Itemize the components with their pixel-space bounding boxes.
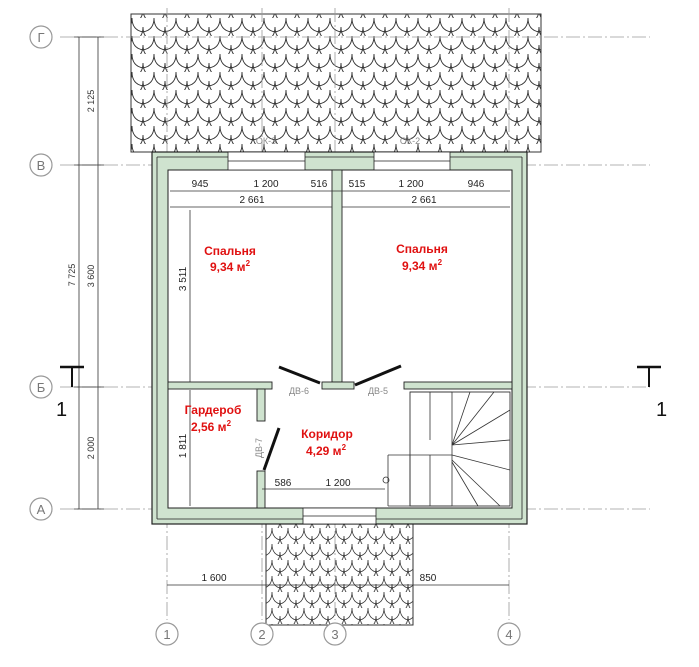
window-label-ok3: ОК-3 [256, 136, 276, 146]
section-mark-right: 1 [656, 399, 667, 421]
dim-bottom-850: 850 [420, 573, 437, 584]
axis-row-v: В [37, 158, 46, 173]
dim-roof-depth: 2 125 [86, 90, 96, 113]
interior-dimension-lines [170, 190, 510, 506]
door-label-dv6: ДВ-6 [289, 386, 309, 396]
axis-col-1: 1 [163, 627, 170, 642]
staircase [382, 391, 511, 507]
section-cut-marks [60, 365, 661, 387]
room-bedroom-left-area: 9,34 м2 [210, 259, 251, 274]
room-bedroom-right-area: 9,34 м2 [402, 258, 443, 273]
dim-wardrobe-height: 1 811 [178, 433, 189, 458]
top-windows [227, 151, 451, 171]
room-bedroom-right-name: Спальня [396, 242, 448, 256]
interior-walls [167, 169, 513, 509]
dim-total-height: 7 725 [67, 264, 77, 287]
dim-bedroom-depth: 3 600 [86, 265, 96, 288]
dim-top-516: 516 [311, 179, 328, 190]
room-wardrobe-name: Гардероб [185, 403, 242, 417]
dim-bedroom-height: 3 511 [178, 266, 189, 291]
left-dimension-lines [74, 36, 104, 510]
entrance-paving [265, 520, 414, 626]
dim-lower-depth: 2 000 [86, 437, 96, 460]
room-bedroom-left-name: Спальня [204, 244, 256, 258]
dim-top-945: 945 [192, 179, 209, 190]
dim-bottom-1600: 1 600 [201, 573, 226, 584]
dim-top-515: 515 [349, 179, 366, 190]
dim-top-1200-left: 1 200 [253, 179, 278, 190]
section-mark-left: 1 [56, 399, 67, 421]
dim-corridor-1200: 1 200 [325, 478, 350, 489]
room-wardrobe-area: 2,56 м2 [191, 419, 232, 434]
entrance-opening [302, 507, 377, 525]
dim-room-width-right: 2 661 [411, 195, 436, 206]
axis-row-b: Б [37, 380, 46, 395]
dim-corridor-586: 586 [275, 478, 292, 489]
window-label-ok2: ОК-2 [400, 136, 420, 146]
axis-col-4: 4 [505, 627, 512, 642]
axis-col-2: 2 [258, 627, 265, 642]
door-label-dv7: ДВ-7 [254, 438, 264, 458]
axis-row-a: А [37, 502, 46, 517]
door-leaves [262, 364, 402, 471]
column-axis-bubbles [155, 622, 521, 646]
roof-hatch [130, 13, 542, 153]
axis-col-3: 3 [331, 627, 338, 642]
row-axis-bubbles [29, 25, 53, 521]
door-label-dv5: ДВ-5 [368, 386, 388, 396]
room-corridor-name: Коридор [301, 427, 353, 441]
dim-top-1200-right: 1 200 [398, 179, 423, 190]
axis-row-g: Г [37, 30, 44, 45]
dim-room-width-left: 2 661 [239, 195, 264, 206]
dim-top-946: 946 [468, 179, 485, 190]
room-corridor-area: 4,29 м2 [306, 443, 347, 458]
